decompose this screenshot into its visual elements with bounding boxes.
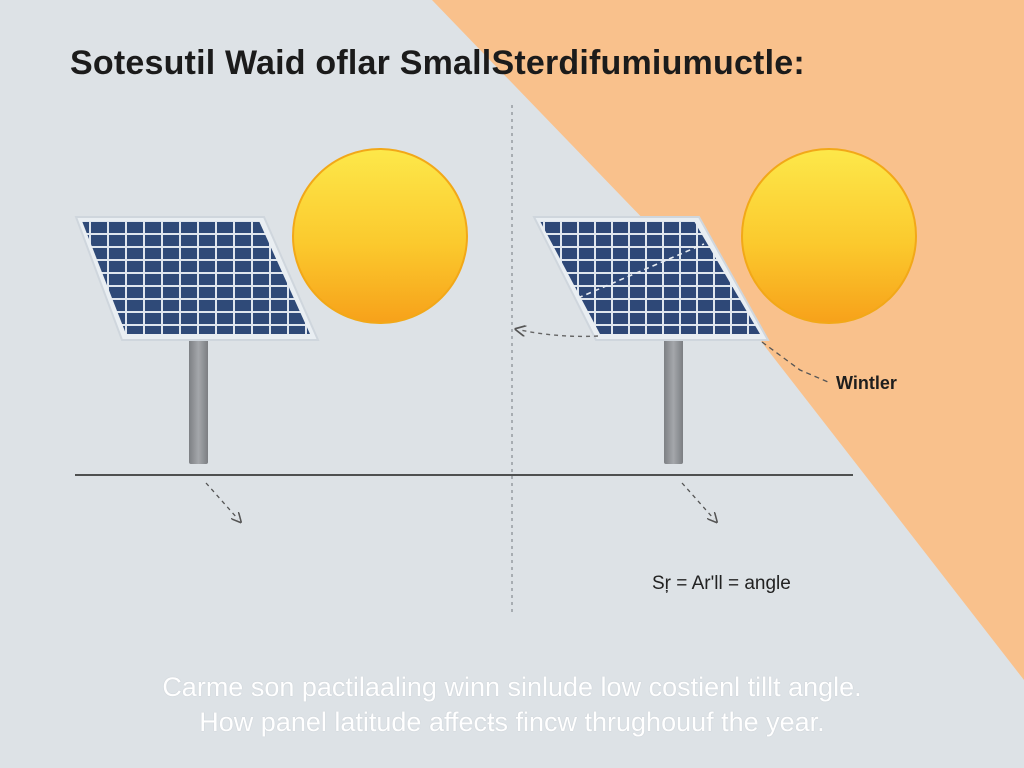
right-solar-panel — [532, 216, 770, 341]
left-ground-arrow — [205, 482, 238, 519]
winter-label: Wintler — [836, 373, 897, 393]
left-sun — [292, 148, 468, 324]
winter-leader-line — [761, 341, 829, 383]
right-sun — [741, 148, 917, 324]
angle-note-label: Sŗ = Ar'll = angle — [652, 573, 791, 594]
caption-line-2: How panel latitude affecŧs fincw thrugho… — [199, 707, 825, 737]
diagram-title: Sotesutil Waid oflar SmallSterdifumiumuc… — [70, 44, 805, 82]
caption-line-1: Carme son pactilaaling winn sinlude low … — [162, 672, 862, 702]
left-solar-panel — [74, 216, 320, 341]
sun-ray-line — [577, 243, 705, 299]
left-panel-pole — [189, 338, 208, 464]
right-panel-pole — [664, 338, 683, 464]
tilt-direction-arrow — [520, 330, 599, 338]
right-ground-arrow — [681, 482, 714, 519]
